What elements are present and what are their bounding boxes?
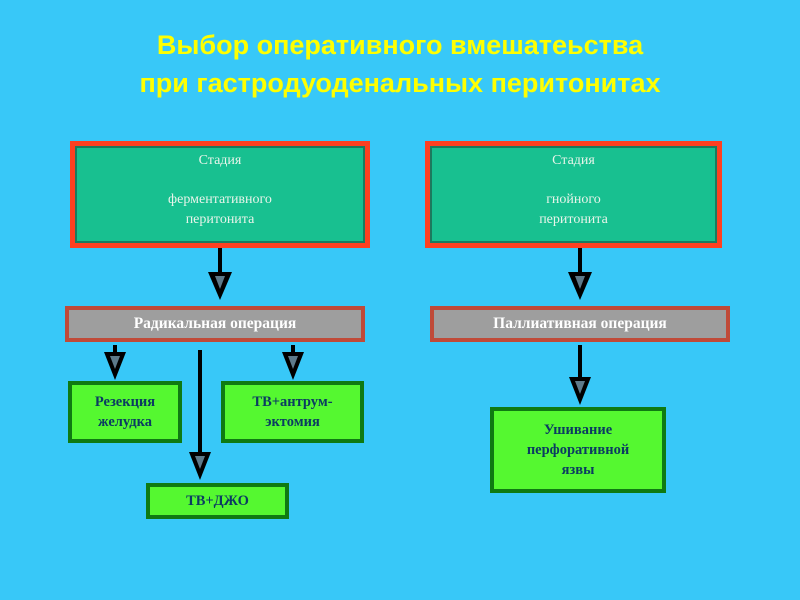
arrow-stage1-to-radical (208, 247, 232, 300)
tv-djo-label: ТВ+ДЖО (186, 493, 249, 509)
suturing-line-1: Ушивание (543, 422, 613, 438)
stage-name-line-1: гнойного (546, 192, 601, 207)
slide-title-line-1: Выбор оперативного вмешатеьства (156, 30, 644, 60)
stage-name-line-1: ферментативного (168, 192, 272, 207)
perforated-ulcer-suturing-box: Ушивание перфоративной язвы (490, 407, 666, 493)
suturing-line-2: перфоративной (526, 442, 630, 458)
stage-enzymatic-peritonitis: Стадия ферментативного перитонита (70, 141, 370, 248)
gastric-resection-box: Резекция желудка (68, 381, 182, 443)
arrow-radical-to-tv-antrum (282, 345, 304, 380)
suturing-line-3: язвы (561, 462, 595, 478)
palliative-operation-label: Паллиативная операция (493, 315, 667, 332)
tv-antrumectomy-box: ТВ+антрум- эктомия (221, 381, 364, 443)
tv-djo-box: ТВ+ДЖО (146, 483, 289, 519)
slide-title-line-2: при гастродуоденальных перитонитах (139, 68, 661, 98)
radical-operation-box: Радикальная операция (65, 306, 365, 342)
radical-operation-label: Радикальная операция (133, 315, 297, 332)
tv-antrumectomy-line-1: ТВ+антрум- (252, 394, 333, 410)
arrow-stage2-to-palliative (568, 247, 592, 300)
gastric-resection-line-1: Резекция (94, 394, 156, 410)
arrow-palliative-to-suturing (569, 345, 591, 405)
stage-label: Стадия (198, 153, 242, 168)
gastric-resection-line-2: желудка (98, 414, 152, 430)
stage-name-line-2: перитонита (185, 212, 255, 227)
stage-label: Стадия (552, 153, 595, 168)
palliative-operation-box: Паллиативная операция (430, 306, 730, 342)
arrow-radical-to-tv-djo (189, 350, 211, 480)
slide-title: Выбор оперативного вмешатеьства при гаст… (0, 26, 800, 102)
stage-purulent-peritonitis: Стадия гнойного перитонита (425, 141, 722, 248)
tv-antrumectomy-line-2: эктомия (265, 414, 320, 430)
stage-name-line-2: перитонита (539, 212, 608, 227)
arrow-radical-to-resection (104, 345, 126, 380)
